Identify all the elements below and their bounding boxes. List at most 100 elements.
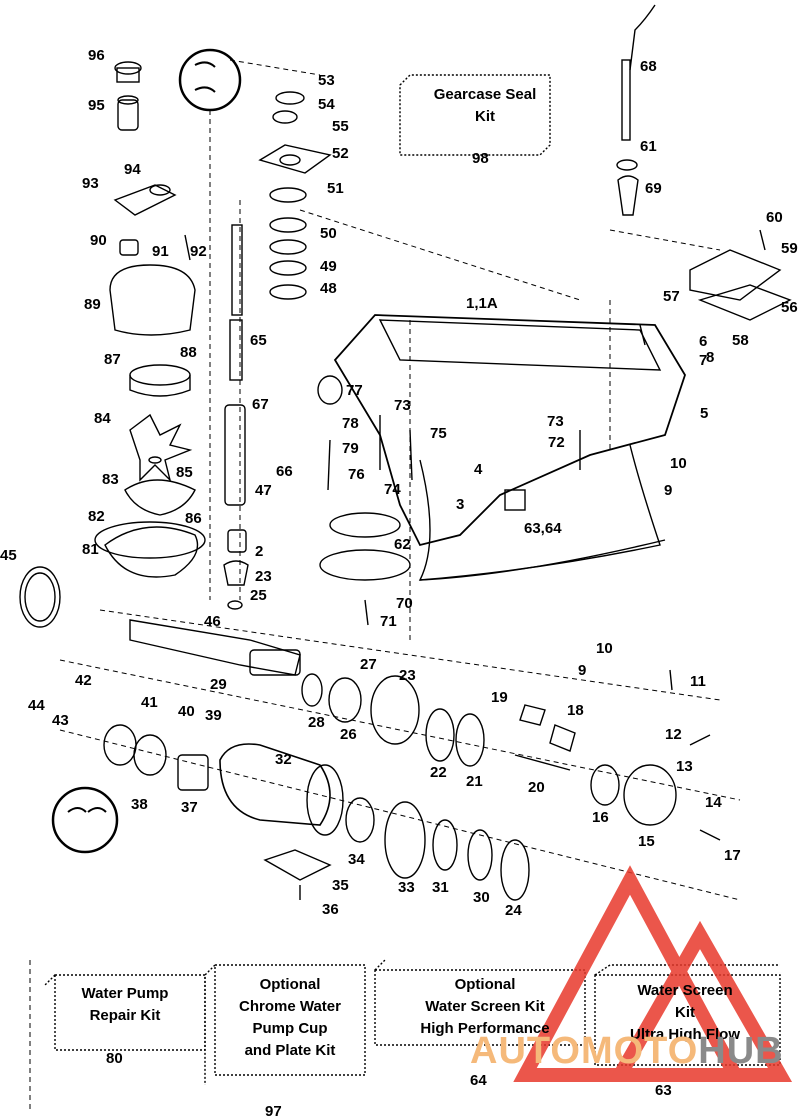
callout-73-53: 73 [547, 413, 564, 430]
callout-84-20: 84 [94, 410, 111, 427]
callout-88-17: 88 [180, 344, 197, 361]
callout-72-54: 72 [548, 434, 565, 451]
callout-69-35: 69 [645, 180, 662, 197]
watermark-text: AUTOMOTOHUB [470, 1030, 784, 1073]
callout-29-68: 29 [210, 676, 227, 693]
callout-94-6: 94 [124, 161, 141, 178]
callout-6-42: 6 [699, 333, 708, 350]
callout-14-81: 14 [705, 794, 722, 811]
callout-32-88: 32 [275, 751, 292, 768]
kit-number-98: 98 [472, 150, 489, 167]
callout-79-50: 79 [342, 440, 359, 457]
callout-24-95: 24 [505, 902, 522, 919]
callout-25-30: 25 [250, 587, 267, 604]
callout-93-7: 93 [82, 175, 99, 192]
callout-37-90: 37 [181, 799, 198, 816]
callout-18-78: 18 [567, 702, 584, 719]
callout-9-56: 9 [664, 482, 673, 499]
callout-33-92: 33 [398, 879, 415, 896]
callout-76-51: 76 [348, 466, 365, 483]
callout-42-71: 42 [75, 672, 92, 689]
callout-83-24: 83 [102, 471, 119, 488]
callout-60-36: 60 [766, 209, 783, 226]
callout-51-8: 51 [327, 180, 344, 197]
callout-56-39: 56 [781, 299, 798, 316]
callout-52-5: 52 [332, 145, 349, 162]
callout-23-29: 23 [255, 568, 272, 585]
callout-85-21: 85 [176, 464, 193, 481]
callout-57-38: 57 [663, 288, 680, 305]
callout-82-26: 82 [88, 508, 105, 525]
callout-22-82: 22 [430, 764, 447, 781]
callout-21-83: 21 [466, 773, 483, 790]
callout-11-65: 11 [690, 673, 706, 690]
callout-8-44: 8 [706, 349, 715, 366]
callout-58-40: 58 [732, 332, 749, 349]
callout-40-75: 40 [178, 703, 195, 720]
callout-65-16: 65 [250, 332, 267, 349]
callout-13-80: 13 [676, 758, 693, 775]
callout-81-27: 81 [82, 541, 99, 558]
callout-23-67: 23 [399, 667, 416, 684]
callout-48-11: 48 [320, 280, 337, 297]
callout-41-74: 41 [141, 694, 158, 711]
callout-54-3: 54 [318, 96, 335, 113]
callout-63-64-59: 63,64 [524, 520, 562, 537]
callout-2-28: 2 [255, 543, 264, 560]
callout-9-64: 9 [578, 662, 587, 679]
callout-86-25: 86 [185, 510, 202, 527]
callout-62-60: 62 [394, 536, 411, 553]
callout-28-69: 28 [308, 714, 325, 731]
callout-59-37: 59 [781, 240, 798, 257]
callout-7-43: 7 [699, 352, 708, 369]
callout-12-79: 12 [665, 726, 682, 743]
callout-39-76: 39 [205, 707, 222, 724]
callout-66-22: 66 [276, 463, 293, 480]
callout-74-52: 74 [384, 481, 401, 498]
callout-34-91: 34 [348, 851, 365, 868]
callout-30-94: 30 [473, 889, 490, 906]
callout-96-0: 96 [88, 47, 105, 64]
callout-26-70: 26 [340, 726, 357, 743]
callout-31-93: 31 [432, 879, 449, 896]
callout-16-85: 16 [592, 809, 609, 826]
callout-61-34: 61 [640, 138, 657, 155]
callout-17-87: 17 [724, 847, 741, 864]
callout-5-45: 5 [700, 405, 709, 422]
callout-78-49: 78 [342, 415, 359, 432]
kit-number-97: 97 [265, 1103, 282, 1120]
callout-43-73: 43 [52, 712, 69, 729]
callout-1-1A-41: 1,1A [466, 295, 498, 312]
callout-10-63: 10 [596, 640, 613, 657]
callout-44-72: 44 [28, 697, 45, 714]
callout-47-23: 47 [255, 482, 272, 499]
callout-27-66: 27 [360, 656, 377, 673]
callout-73-47: 73 [394, 397, 411, 414]
callout-36-97: 36 [322, 901, 339, 918]
kit-number-64: 64 [470, 1072, 487, 1089]
callout-95-1: 95 [88, 97, 105, 114]
callout-10-55: 10 [670, 455, 687, 472]
callout-50-9: 50 [320, 225, 337, 242]
watermark-logo [513, 865, 793, 1082]
watermark-text-part2: HUB [698, 1030, 784, 1072]
callout-87-18: 87 [104, 351, 121, 368]
callout-3-58: 3 [456, 496, 465, 513]
callout-92-14: 92 [190, 243, 207, 260]
callout-4-57: 4 [474, 461, 483, 478]
callout-49-10: 49 [320, 258, 337, 275]
callout-45-32: 45 [0, 547, 17, 564]
callout-53-2: 53 [318, 72, 335, 89]
callout-91-13: 91 [152, 243, 169, 260]
callout-35-96: 35 [332, 877, 349, 894]
callout-68-33: 68 [640, 58, 657, 75]
callout-71-62: 71 [380, 613, 397, 630]
kit-number-80: 80 [106, 1050, 123, 1067]
callout-75-48: 75 [430, 425, 447, 442]
